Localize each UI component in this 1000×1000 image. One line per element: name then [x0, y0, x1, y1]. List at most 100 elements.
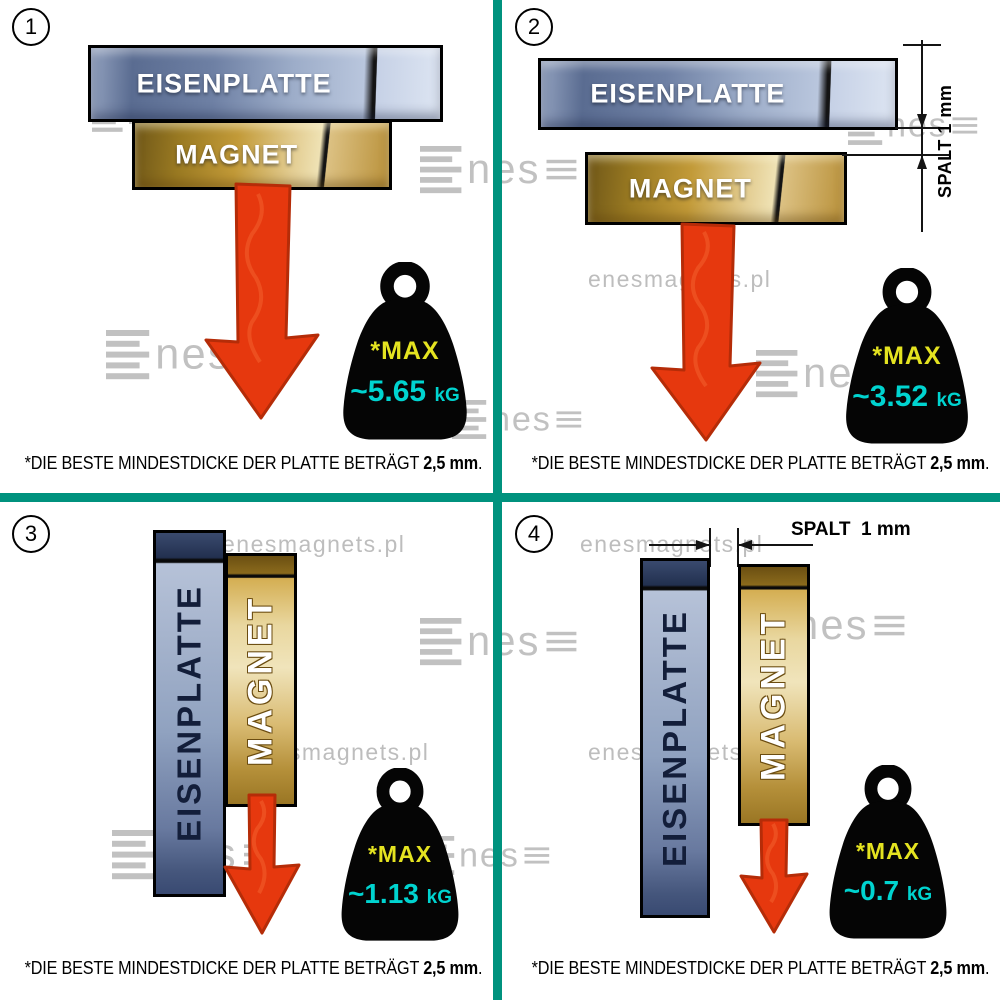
gap-dimension-lines [842, 40, 949, 232]
footnote-text: *DIE BESTE MINDESTDICKE DER PLATTE BETRÄ… [531, 453, 926, 473]
watermark-site-text: enesmagnets.pl [222, 531, 406, 557]
footnote-suffix: . [477, 958, 483, 978]
footnote-text: *DIE BESTE MINDESTDICKE DER PLATTE BETRÄ… [24, 453, 419, 473]
weight-kettlebell: *MAX ~5.65 kG [330, 262, 480, 444]
kettlebell-body [846, 304, 968, 444]
panel-number: 3 [24, 521, 38, 546]
arrow-scribble [765, 822, 778, 904]
value-unit: kG [906, 884, 933, 906]
footnote-text: *DIE BESTE MINDESTDICKE DER PLATTE BETRÄ… [531, 958, 926, 978]
enes-logo-lines-icon [524, 847, 550, 864]
kettlebell-icon [846, 268, 968, 444]
max-label: *MAX [872, 341, 942, 370]
value-unit: kG [936, 389, 962, 411]
watermark-site-text: enesmagnets.pl [588, 266, 772, 292]
footnote: *DIE BESTE MINDESTDICKE DER PLATTE BETRÄ… [24, 958, 483, 979]
weight-value: ~5.65 kG [330, 375, 480, 409]
enes-logo-e-icon [112, 830, 156, 880]
enes-logo-lines-icon [952, 117, 978, 134]
magnet-label: MAGNET [754, 609, 793, 781]
value-number: ~5.65 [350, 374, 427, 408]
footnote-suffix: . [984, 958, 990, 978]
iron-plate-label: EISENPLATTE [136, 68, 332, 98]
footnote: *DIE BESTE MINDESTDICKE DER PLATTE BETRÄ… [531, 453, 990, 474]
footnote-bold: 2,5 mm [930, 453, 985, 473]
pull-force-arrow-icon [739, 818, 809, 934]
magnet: MAGNET [585, 152, 847, 225]
enes-logo-watermark: nes [420, 617, 577, 666]
quadrant-1: 1 EISENPLATTE MAGNET *MAX ~5.65 kG *DIE … [0, 0, 493, 493]
footnote-bold: 2,5 mm [423, 453, 478, 473]
kettlebell-icon [341, 768, 459, 941]
enes-logo-lines-icon [546, 631, 577, 652]
quadrant-2: 2 EISENPLATTE MAGNET SPALT 1 mm *MA [507, 0, 1000, 493]
magnet: MAGNET [132, 120, 392, 190]
weight-value: ~1.13 kG [329, 878, 471, 910]
max-label: *MAX [855, 837, 921, 864]
enes-logo-e-icon [420, 146, 462, 194]
weight-kettlebell: *MAX ~3.52 kG [833, 268, 981, 448]
magnet-label: MAGNET [241, 594, 280, 766]
iron-plate: EISENPLATTE [538, 58, 898, 130]
kettlebell-body [829, 800, 947, 939]
weight-kettlebell: *MAX ~0.7 kG [817, 765, 959, 943]
pull-force-arrow-icon [204, 182, 320, 420]
panel-number-badge: 4 [515, 515, 553, 553]
divider-horizontal [0, 493, 1000, 502]
pull-force-arrow-icon [650, 222, 762, 442]
enes-logo-text: nes [458, 835, 520, 875]
footnote-suffix: . [477, 453, 483, 473]
magnet-label: MAGNET [628, 173, 752, 203]
magnet: MAGNET [225, 553, 297, 807]
magnet-label: MAGNET [175, 139, 299, 170]
gap-dimension-lines [649, 528, 813, 567]
footnote: *DIE BESTE MINDESTDICKE DER PLATTE BETRÄ… [24, 453, 483, 474]
quadrant-3: 3 EISENPLATTE MAGNET *MAX ~1.13 kG *DIE … [0, 507, 493, 1000]
enes-logo-e-icon [756, 350, 798, 398]
kettlebell-body [341, 803, 459, 941]
enes-logo-e-icon [420, 618, 462, 666]
value-unit: kG [434, 384, 460, 406]
pull-force-arrow-icon [223, 793, 301, 935]
enes-logo-lines-icon [546, 159, 577, 180]
enes-logo-e-icon [106, 330, 150, 380]
arrow-scribble [251, 800, 267, 894]
spalt-gap-label: SPALT 1 mm [791, 519, 911, 540]
enes-logo-lines-icon [556, 411, 582, 428]
value-unit: kG [426, 886, 452, 908]
iron-plate-label: EISENPLATTE [170, 584, 208, 843]
enes-logo-text: nes [467, 617, 541, 665]
panel-number: 1 [24, 14, 38, 39]
enes-logo-lines-icon [874, 615, 905, 636]
footnote: *DIE BESTE MINDESTDICKE DER PLATTE BETRÄ… [531, 958, 990, 979]
panel-number: 4 [527, 521, 541, 546]
spalt-gap-label: SPALT 1 mm [935, 84, 955, 198]
quadrant-4: 4 SPALT 1 mm EISENPLATTE MAGNET * [507, 507, 1000, 1000]
enes-logo-text: nes [467, 145, 541, 193]
kettlebell-body [343, 298, 467, 440]
footnote-bold: 2,5 mm [423, 958, 478, 978]
iron-plate: EISENPLATTE [153, 530, 226, 897]
weight-kettlebell: *MAX ~1.13 kG [329, 768, 471, 945]
value-number: ~3.52 [852, 379, 929, 413]
max-label: *MAX [367, 840, 433, 867]
iron-plate-label: EISENPLATTE [590, 78, 786, 109]
iron-plate: EISENPLATTE [640, 558, 710, 918]
kettlebell-icon [343, 262, 467, 440]
kettlebell-icon [829, 765, 947, 939]
footnote-bold: 2,5 mm [930, 958, 985, 978]
iron-plate-label: EISENPLATTE [656, 609, 693, 867]
panel-number-badge: 2 [515, 8, 553, 46]
weight-value: ~0.7 kG [817, 875, 959, 907]
panel-number-badge: 1 [12, 8, 50, 46]
value-number: ~0.7 [843, 875, 900, 907]
panel-number: 2 [527, 14, 541, 39]
arrow-scribble [690, 231, 710, 388]
panel-number-badge: 3 [12, 515, 50, 553]
footnote-text: *DIE BESTE MINDESTDICKE DER PLATTE BETRÄ… [24, 958, 419, 978]
iron-plate: EISENPLATTE [88, 45, 443, 122]
arrow-scribble [244, 193, 264, 364]
footnote-suffix: . [984, 453, 990, 473]
max-label: *MAX [370, 336, 440, 365]
